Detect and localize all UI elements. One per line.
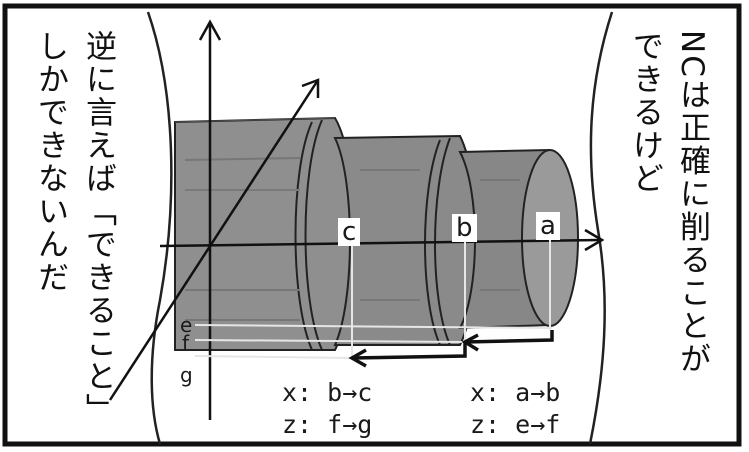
caption-left-line2: しかできないんだ [32, 30, 68, 294]
point-label-a: a [536, 212, 560, 240]
point-label-e: e [180, 313, 193, 337]
left-balloon-edge [146, 11, 173, 445]
section-c [174, 116, 355, 351]
axes [108, 19, 605, 420]
move-x-b-to-c: x: b→c [282, 378, 373, 407]
caption-right-line1: NCは正確に削ることが [674, 30, 710, 376]
tool-path [348, 330, 554, 368]
z-axis-arrow [198, 19, 222, 41]
y-axis-arrow [301, 78, 320, 98]
move-z-f-to-g: z: f→g [282, 410, 373, 439]
stepped-workpiece [174, 116, 579, 351]
move-z-e-to-f: z: e→f [470, 410, 561, 439]
point-label-f: f [182, 331, 190, 355]
move-x-a-to-b: x: a→b [470, 378, 561, 407]
x-axis-arrow [584, 228, 605, 252]
caption-left-line1: 逆に言えば「できること」 [80, 30, 116, 426]
y-axis-line [108, 79, 320, 401]
point-label-g: g [180, 363, 193, 387]
panel-border [2, 3, 742, 447]
path-b-to-c [351, 342, 467, 360]
path-a-to-b [464, 330, 554, 344]
x-axis-line [159, 238, 601, 248]
point-label-b: b [452, 214, 477, 242]
caption-right-line2: できるけど [627, 30, 663, 195]
projection-lines [194, 238, 553, 360]
right-balloon-edge [588, 11, 614, 445]
point-label-c: c [338, 218, 361, 246]
